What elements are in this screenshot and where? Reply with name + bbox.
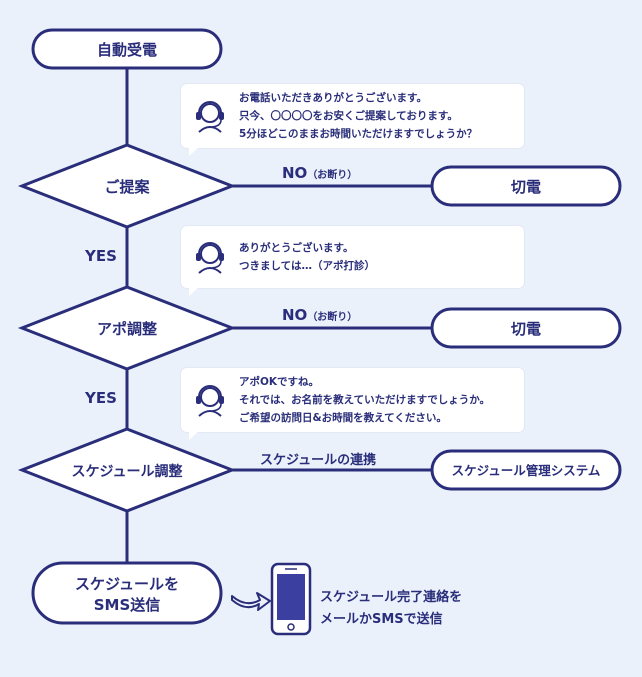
bubble-3-text: アポOKですね。 それでは、お名前を教えていただけますでしょうか。 ご希望の訪問… — [239, 373, 490, 427]
system-node — [430, 449, 622, 491]
bubble-1-line-2: 只今、〇〇〇〇をお安くご提案しております。 — [239, 110, 458, 122]
start-node — [31, 28, 223, 70]
no-label-2-main: NO — [282, 306, 308, 324]
phone-caption-line-2: メールかSMSで送信 — [320, 612, 443, 627]
bubble-3-line-3: ご希望の訪問日&お時間を教えてください。 — [239, 412, 447, 424]
bubble-3-line-1: アポOKですね。 — [239, 376, 320, 388]
bubble-1-line-3: 5分ほどこのままお時間いただけますでしょうか？ — [239, 128, 478, 140]
bubble-1-text: お電話いただきありがとうございます。 只今、〇〇〇〇をお安くご提案しております。… — [239, 89, 477, 143]
sms-node-label-line2: SMS送信 — [94, 596, 161, 614]
decision-proposal-label: ご提案 — [104, 178, 150, 196]
hangup-node-1 — [430, 165, 622, 207]
smartphone-icon — [270, 562, 312, 636]
yes-label-2: YES — [85, 389, 117, 407]
hangup-node-2 — [430, 307, 622, 349]
sms-node-label-line1: スケジュールを — [75, 575, 179, 593]
phone-caption: スケジュール完了連絡を メールかSMSで送信 — [320, 587, 462, 631]
no-label-1-sub: （お断り） — [307, 170, 358, 181]
decision-appointment — [17, 285, 237, 371]
start-node-label: 自動受電 — [97, 41, 157, 59]
bubble-3-line-2: それでは、お名前を教えていただけますでしょうか。 — [239, 394, 491, 406]
no-label-1-main: NO — [282, 164, 308, 182]
speech-bubble-1: お電話いただきありがとうございます。 只今、〇〇〇〇をお安くご提案しております。… — [181, 84, 524, 156]
bubble-2-text: ありがとうございます。 つきましては…（アポ打診） — [239, 239, 375, 275]
curved-arrow-icon — [231, 592, 271, 611]
speech-bubble-3: アポOKですね。 それでは、お名前を教えていただけますでしょうか。 ご希望の訪問… — [181, 368, 524, 440]
yes-label-1: YES — [85, 247, 117, 265]
system-node-label: スケジュール管理システム — [452, 463, 601, 478]
decision-schedule-label: スケジュール調整 — [71, 463, 183, 480]
decision-proposal — [17, 143, 237, 229]
bubble-2-line-1: ありがとうございます。 — [239, 242, 354, 254]
bubble-1-line-1: お電話いただきありがとうございます。 — [239, 92, 427, 104]
hangup-node-1-label: 切電 — [511, 178, 541, 196]
no-label-2: NO（お断り） — [282, 305, 357, 324]
no-label-2-sub: （お断り） — [307, 312, 358, 323]
phone-caption-line-1: スケジュール完了連絡を — [320, 590, 463, 605]
speech-bubble-2: ありがとうございます。 つきましては…（アポ打診） — [181, 226, 524, 296]
operator-headset-icon — [196, 101, 224, 133]
no-label-1: NO（お断り） — [282, 163, 357, 182]
decision-schedule — [17, 427, 237, 513]
operator-headset-icon — [196, 385, 224, 417]
bubble-2-line-2: つきましては…（アポ打診） — [239, 260, 375, 272]
hangup-node-2-label: 切電 — [511, 320, 541, 338]
operator-headset-icon — [196, 242, 224, 274]
sms-node — [31, 561, 223, 625]
decision-appointment-label: アポ調整 — [97, 320, 157, 338]
schedule-link-label: スケジュールの連携 — [260, 453, 377, 468]
